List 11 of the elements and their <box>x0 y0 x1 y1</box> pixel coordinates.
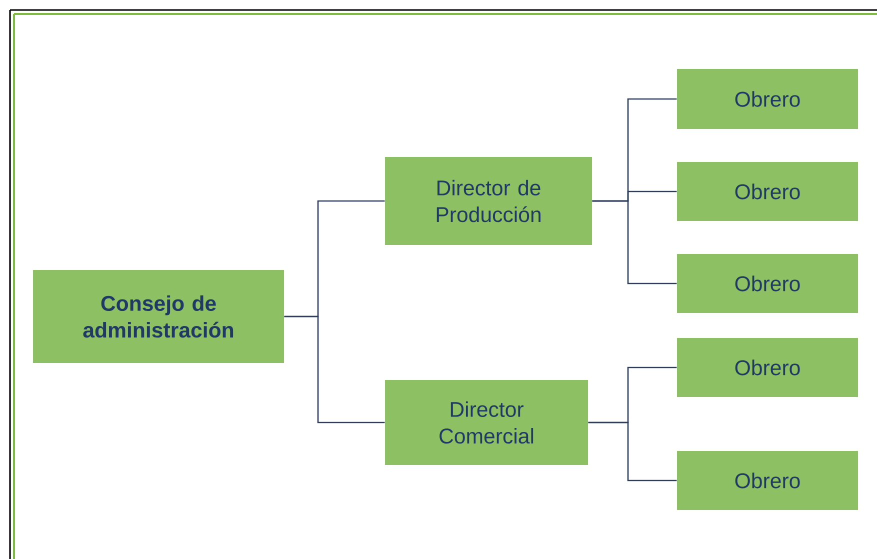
director-box: Director de Producción <box>385 157 592 245</box>
worker-box: Obrero <box>677 162 858 221</box>
worker-box: Obrero <box>677 254 858 313</box>
connector-line <box>588 422 677 482</box>
root-box: Consejo de administración <box>33 270 284 363</box>
worker-box: Obrero <box>677 69 858 129</box>
worker-box: Obrero <box>677 451 858 510</box>
connector-line <box>284 316 385 424</box>
connector-line <box>592 200 677 284</box>
director-box: Director Comercial <box>385 380 588 465</box>
worker-box: Obrero <box>677 338 858 397</box>
